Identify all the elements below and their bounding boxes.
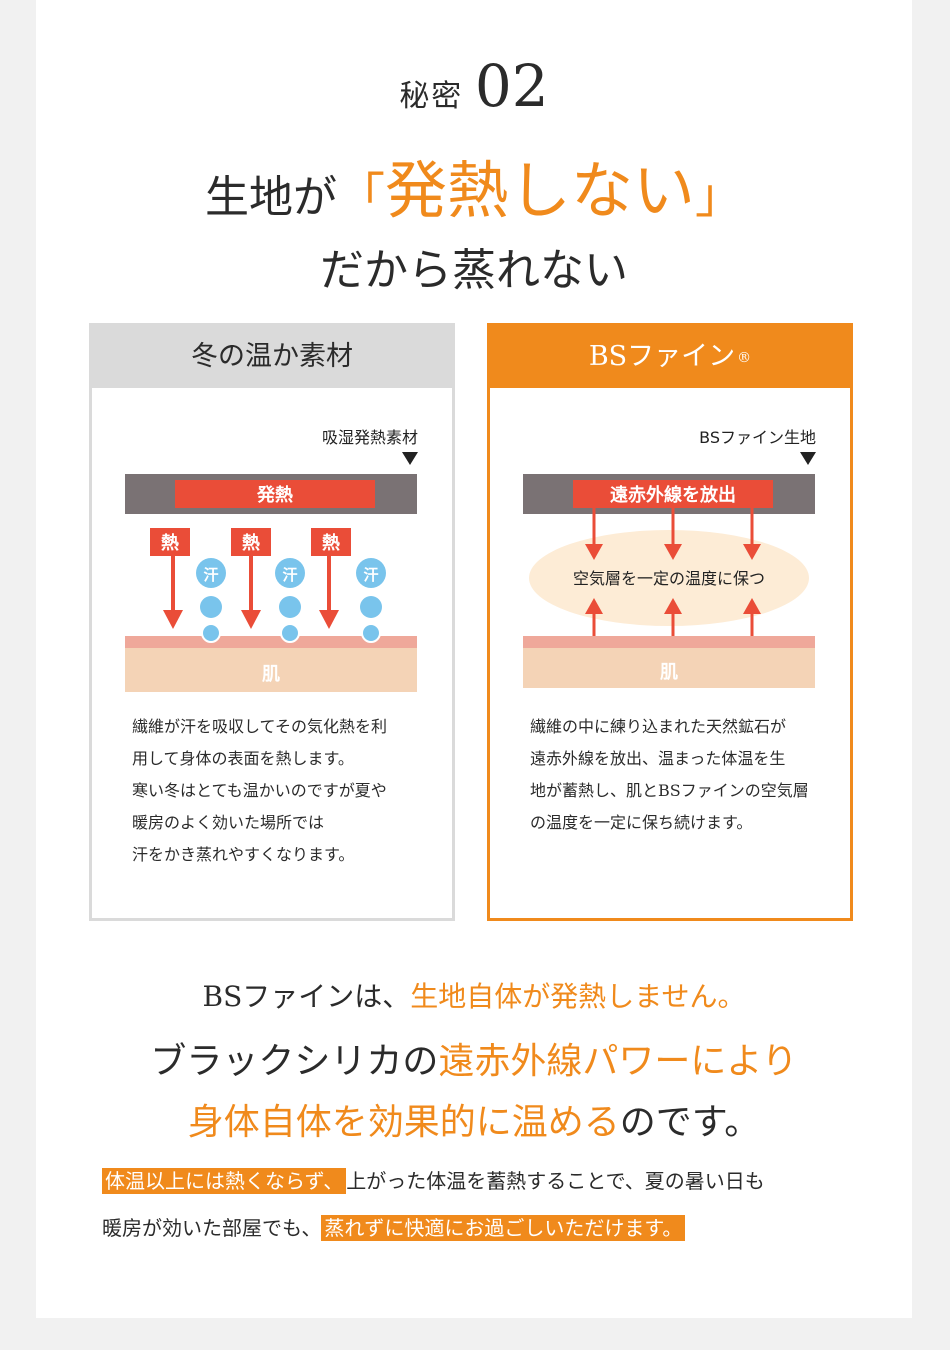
heat-label: 熱	[161, 532, 179, 554]
note-text: 上がった体温を蓄熱することで、夏の暑い日も	[346, 1169, 765, 1193]
infrared-banner-text: 遠赤外線を放出	[610, 484, 736, 506]
secret-number: 02	[474, 52, 549, 120]
secret-heading: 秘密 02	[36, 52, 912, 120]
heat-label: 熱	[322, 532, 340, 554]
left-panel: 冬の温か素材 吸湿発熱素材 発熱 熱 熱 熱	[89, 323, 455, 921]
up-arrow-3	[743, 598, 761, 636]
skin-surface	[523, 636, 815, 648]
headline-pre: 生地が	[204, 172, 337, 223]
left-panel-title: 冬の温か素材	[92, 326, 452, 388]
desc-line: 繊維の中に練り込まれた天然鉱石が	[530, 717, 787, 736]
left-description: 繊維が汗を吸収してその気化熱を利 用して身体の表面を熱します。 寒い冬はとても温…	[132, 711, 432, 871]
note-text: 暖房が効いた部屋でも、	[102, 1216, 322, 1240]
right-material-label: BSファイン生地	[699, 428, 816, 447]
infrared-banner-box	[573, 480, 773, 508]
down-arrow-1	[585, 508, 603, 560]
skin-label: 肌	[262, 664, 280, 685]
subheadline: だから蒸れない	[320, 245, 628, 296]
secret-label: 秘密	[399, 79, 464, 114]
summary-highlight: 生地自体が発熱しません。	[410, 980, 746, 1013]
air-layer	[529, 530, 809, 626]
sweat-label: 汗	[282, 566, 297, 584]
skin-label: 肌	[660, 662, 678, 683]
note-highlight: 体温以上には熱くならず、	[102, 1168, 347, 1194]
sweat-label: 汗	[363, 566, 378, 584]
up-arrow-1	[585, 598, 603, 636]
page: 秘密 02 生地が「発熱しない」 だから蒸れない 冬の温か素材 吸湿発熱素材 発…	[36, 0, 912, 1318]
desc-line: 地が蓄熱し、肌とBSファインの空気層	[530, 781, 809, 800]
heat-banner-box	[175, 480, 375, 508]
down-arrow-3	[743, 508, 761, 560]
heat-arrow-3: 熱	[311, 528, 351, 629]
right-description: 繊維の中に練り込まれた天然鉱石が 遠赤外線を放出、温まった体温を生 地が蓄熱し、…	[530, 711, 830, 839]
down-triangle-icon	[800, 452, 816, 465]
desc-line: 暖房のよく効いた場所では	[132, 813, 325, 832]
desc-line: 用して身体の表面を熱します。	[132, 749, 354, 768]
desc-line: 遠赤外線を放出、温まった体温を生	[530, 749, 786, 768]
note-highlight: 蒸れずに快適にお過ごしいただけます。	[321, 1215, 686, 1241]
down-triangle-icon	[402, 452, 418, 465]
heat-diagram: 発熱 熱 熱 熱 肌	[125, 474, 417, 692]
summary-highlight: 身体自体を効果的に温める	[187, 1102, 620, 1143]
registered-mark: ®	[737, 349, 752, 366]
summary-line-2: ブラックシリカの遠赤外線パワーにより	[36, 1032, 912, 1084]
headline-highlight: 発熱しない	[384, 154, 695, 227]
heat-label: 熱	[242, 532, 260, 554]
summary-text: ブラックシリカの	[150, 1041, 439, 1082]
bracket-close: 」	[695, 168, 744, 224]
summary-text: のです。	[619, 1102, 761, 1143]
right-title-text: BSファイン	[588, 341, 736, 372]
heat-arrow-2: 熱	[231, 528, 271, 629]
right-panel: BSファイン® BSファイン生地 遠赤外線を放出 空気層を一定の温度に保つ	[487, 323, 853, 921]
desc-line: 繊維が汗を吸収してその気化熱を利	[132, 717, 388, 736]
air-layer-label: 空気層を一定の温度に保つ	[573, 569, 765, 588]
up-arrow-2	[664, 598, 682, 636]
left-material-label: 吸湿発熱素材	[321, 428, 418, 447]
desc-line: 寒い冬はとても温かいのですが夏や	[132, 781, 387, 800]
heat-banner-text: 発熱	[256, 484, 293, 506]
sweat-drops-2: 汗	[275, 558, 305, 643]
summary-text: BSファインは、	[202, 980, 411, 1013]
infrared-diagram: 遠赤外線を放出 空気層を一定の温度に保つ	[523, 474, 815, 688]
sweat-drops-3: 汗	[356, 558, 386, 643]
summary-highlight: 遠赤外線パワーにより	[438, 1041, 798, 1082]
heat-arrow-1: 熱	[150, 528, 190, 629]
note-line-1: 体温以上には熱くならず、上がった体温を蓄熱することで、夏の暑い日も	[102, 1165, 862, 1194]
sweat-label: 汗	[203, 566, 218, 584]
desc-line: の温度を一定に保ち続けます。	[530, 813, 753, 832]
desc-line: 汗をかき蒸れやすくなります。	[132, 845, 355, 864]
note-line-2: 暖房が効いた部屋でも、蒸れずに快適にお過ごしいただけます。	[102, 1212, 862, 1241]
summary-line-3: 身体自体を効果的に温めるのです。	[36, 1093, 912, 1145]
sweat-drops-1: 汗	[196, 558, 226, 643]
headline: 生地が「発熱しない」	[36, 140, 912, 230]
right-panel-title: BSファイン®	[490, 326, 850, 388]
summary-line-1: BSファインは、生地自体が発熱しません。	[36, 975, 912, 1015]
bracket-open: 「	[336, 168, 385, 224]
down-arrow-2	[664, 508, 682, 560]
skin-surface	[125, 636, 417, 648]
